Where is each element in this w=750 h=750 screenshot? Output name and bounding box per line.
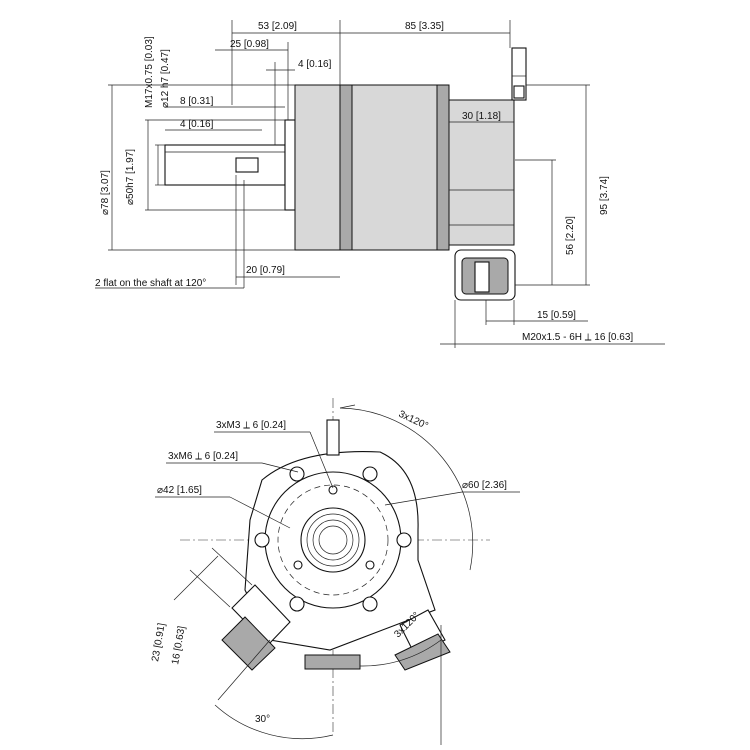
dim-3xm3-label: 3xM3 ⟂ 6 [0.24] (216, 420, 286, 431)
mounting-flange (284, 119, 296, 211)
dim-53-label: 53 [2.09] (258, 21, 297, 32)
shaft-key-slot (235, 157, 259, 173)
dim-30deg-label: 30° (255, 714, 270, 725)
dim-m17-label: M17x0.75 [0.03] (144, 36, 155, 108)
housing-rear (448, 99, 515, 246)
housing-middle (351, 84, 438, 251)
dim-60-label: ⌀60 [2.36] (462, 480, 507, 491)
dim-23-label: 23 [0.91] (150, 622, 168, 662)
dim-4-left-label: 4 [0.16] (180, 119, 214, 130)
dim-8-label: 8 [0.31] (180, 96, 214, 107)
dim-56-label: 56 [2.20] (565, 216, 576, 255)
dim-42-label: ⌀42 [1.65] (157, 485, 202, 496)
dim-m20-label: M20x1.5 - 6H ⟂ 16 [0.63] (522, 332, 633, 343)
front-view: 3x120° 3xM3 ⟂ (150, 398, 520, 745)
dim-85-label: 85 [3.35] (405, 21, 444, 32)
front-connector-bottom (304, 654, 361, 670)
housing-front (294, 84, 341, 251)
dim-95-label: 95 [3.74] (599, 176, 610, 215)
dim-15-label: 15 [0.59] (537, 310, 576, 321)
dim-12h7-label: ⌀12 h7 [0.47] (160, 49, 171, 108)
cable-gland (454, 249, 516, 301)
dim-16-label: 16 [0.63] (170, 625, 188, 665)
housing-ring-2 (436, 84, 450, 251)
dim-50h7-label: ⌀50h7 [1.97] (125, 149, 136, 205)
dim-25-label: 25 [0.98] (230, 39, 269, 50)
side-view: 53 [2.09] 85 [3.35] 25 [0.98] 4 [0.16] 8… (95, 20, 665, 348)
dim-78-label: ⌀78 [3.07] (100, 170, 111, 215)
dim-20-label: 20 [0.79] (246, 265, 285, 276)
dim-4-top-label: 4 [0.16] (298, 59, 332, 70)
dim-3xm6-label: 3xM6 ⟂ 6 [0.24] (168, 451, 238, 462)
dim-30-label: 30 [1.18] (462, 111, 501, 122)
shaft (164, 144, 286, 186)
bore-outer (300, 507, 366, 573)
flat-on-shaft-note: 2 flat on the shaft at 120° (95, 278, 206, 289)
shaft-tip (326, 419, 340, 456)
front-cable-gland-left (221, 584, 291, 671)
dim-3x120-top-label: 3x120° (397, 409, 430, 432)
housing-ring-1 (339, 84, 353, 251)
